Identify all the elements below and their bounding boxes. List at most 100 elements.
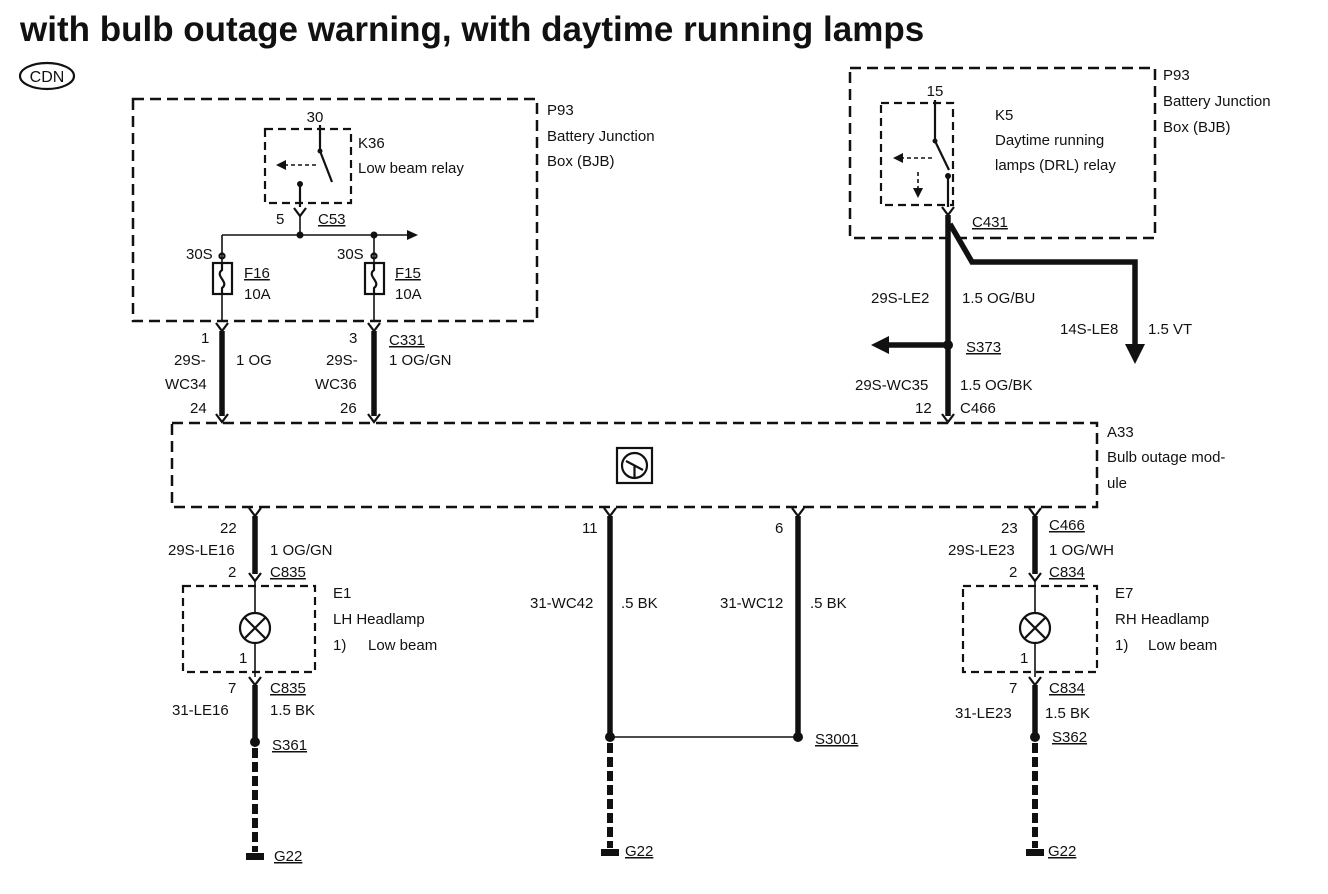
module-pin-22-symbol — [248, 507, 262, 518]
fuse-f16-terminal — [218, 252, 226, 260]
splice-s362: S362 — [1052, 729, 1087, 746]
wire-le8-circuit: 14S-LE8 — [1060, 321, 1118, 338]
lamp-e7-name: RH Headlamp — [1115, 611, 1209, 628]
lh-pin-lamp-in: 2 — [228, 564, 236, 581]
bjb-left-label-1: Battery Junction — [547, 128, 655, 145]
connector-c466-top: C466 — [960, 400, 996, 417]
relay-k36-box — [263, 127, 353, 205]
relay-k36-name: Low beam relay — [358, 160, 464, 177]
splice-s362-dot — [1030, 732, 1040, 742]
rh-headlamp-bulb-icon — [1018, 611, 1052, 645]
lamp-e1-id: E1 — [333, 585, 351, 602]
connector-c835-out: C835 — [270, 680, 306, 697]
wire-wc34-circuit-b: WC34 — [165, 376, 207, 393]
wc12-pin-module: 6 — [775, 520, 783, 537]
relay-k5-box — [879, 101, 955, 207]
lh-circuit-ground: 31-LE16 — [172, 702, 229, 719]
wc42-circuit: 31-WC42 — [530, 595, 593, 612]
module-a33-box — [170, 421, 1099, 509]
relay-k36-pin-out: 5 — [276, 211, 284, 228]
splice-s373-arrow — [871, 336, 889, 354]
ground-icon — [1026, 849, 1044, 856]
splice-s3001: S3001 — [815, 731, 858, 748]
lamp-e1-name: LH Headlamp — [333, 611, 425, 628]
connector-c834-out: C834 — [1049, 680, 1085, 697]
connector-c331-pin-3-symbol — [367, 322, 381, 333]
fuse-f16-rating: 10A — [244, 286, 271, 303]
module-pin-23-symbol — [1028, 507, 1042, 518]
fuse-f15-rating: 10A — [395, 286, 422, 303]
wc12-circuit: 31-WC12 — [720, 595, 783, 612]
connector-c431: C431 — [972, 214, 1008, 231]
bjb-right-id: P93 — [1163, 67, 1190, 84]
wc42-spec: .5 BK — [621, 595, 658, 612]
wire-wc34-pin-module: 24 — [190, 400, 207, 417]
fuse-f15-terminal — [370, 252, 378, 260]
region-badge: CDN — [30, 69, 65, 86]
rh-pin-lamp-in: 2 — [1009, 564, 1017, 581]
bus-junction-dot — [296, 231, 304, 239]
rh-pin-module: 23 — [1001, 520, 1018, 537]
fuse-f16-terminal-label: 30S — [186, 246, 213, 263]
relay-k5-pin-in: 15 — [927, 83, 944, 100]
relay-k36-switch — [276, 125, 334, 207]
lamp-e7-note-num: 1) — [1115, 637, 1128, 654]
diagram-title: with bulb outage warning, with daytime r… — [19, 10, 924, 49]
rh-spec-ground: 1.5 BK — [1045, 705, 1090, 722]
ground-icon — [246, 853, 264, 860]
lh-circuit-feed: 29S-LE16 — [168, 542, 235, 559]
bjb-left-box — [131, 97, 539, 323]
module-pin-24-symbol — [215, 413, 229, 424]
relay-k5-switch — [893, 100, 951, 207]
relay-k5-name-1: Daytime running — [995, 132, 1104, 149]
splice-s373-dot — [943, 340, 953, 350]
bjb-left-label-2: Box (BJB) — [547, 153, 615, 170]
wire-wc34-pin-bjb: 1 — [201, 330, 209, 347]
lamp-e7-note: Low beam — [1148, 637, 1217, 654]
splice-s361-dot — [250, 737, 260, 747]
fuse-f15-element — [370, 263, 378, 294]
bjb-right-label-1: Battery Junction — [1163, 93, 1271, 110]
wire-le8-spec: 1.5 VT — [1148, 321, 1192, 338]
wire-le2-circuit: 29S-LE2 — [871, 290, 929, 307]
wc42-pin-module: 11 — [582, 520, 598, 537]
lamp-e1-note-num: 1) — [333, 637, 346, 654]
lh-headlamp-bulb-icon — [238, 611, 272, 645]
module-pin-26-symbol — [367, 413, 381, 424]
connector-c834-in-symbol — [1028, 572, 1042, 583]
connector-c431-symbol — [941, 206, 955, 217]
connector-c331-pin-1-symbol — [215, 322, 229, 333]
relay-k5-name-2: lamps (DRL) relay — [995, 157, 1116, 174]
splice-s373: S373 — [966, 339, 1001, 356]
lh-spec-feed: 1 OG/GN — [270, 542, 333, 559]
wire-wc36-circuit-b: WC36 — [315, 376, 357, 393]
rh-circuit-ground: 31-LE23 — [955, 705, 1012, 722]
wc42-ground-g22: G22 — [625, 843, 653, 860]
module-a33-name-1: Bulb outage mod- — [1107, 449, 1225, 466]
relay-k5-id: K5 — [995, 107, 1013, 124]
wire-wc34-circuit-a: 29S- — [174, 352, 206, 369]
wire-wc34-spec: 1 OG — [236, 352, 272, 369]
bjb-right-box — [848, 66, 1157, 240]
connector-c466-bottom: C466 — [1049, 517, 1085, 534]
lamp-e1-box — [181, 584, 317, 674]
connector-c834-out-symbol — [1028, 676, 1042, 687]
wire-wc36-circuit-a: 29S- — [326, 352, 358, 369]
module-pin-6-symbol — [791, 507, 805, 518]
bus-continues-arrow — [407, 230, 418, 240]
region-badge-outline — [18, 61, 76, 91]
wire-wc35-circuit: 29S-WC35 — [855, 377, 928, 394]
relay-k36-id: K36 — [358, 135, 385, 152]
bjb-left-id: P93 — [547, 102, 574, 119]
lh-ground-g22: G22 — [274, 848, 302, 865]
fuse-f16-element — [218, 263, 226, 294]
lamp-e7-pin-out: 1 — [1020, 650, 1028, 667]
lamp-e7-id: E7 — [1115, 585, 1133, 602]
fuse-f15-id: F15 — [395, 265, 421, 282]
wire-le2-spec: 1.5 OG/BU — [962, 290, 1035, 307]
splice-s361: S361 — [272, 737, 307, 754]
lamp-e7-box — [961, 584, 1099, 674]
module-pin-11-symbol — [603, 507, 617, 518]
module-a33-name-2: ule — [1107, 475, 1127, 492]
wire-le8 — [947, 222, 1138, 346]
